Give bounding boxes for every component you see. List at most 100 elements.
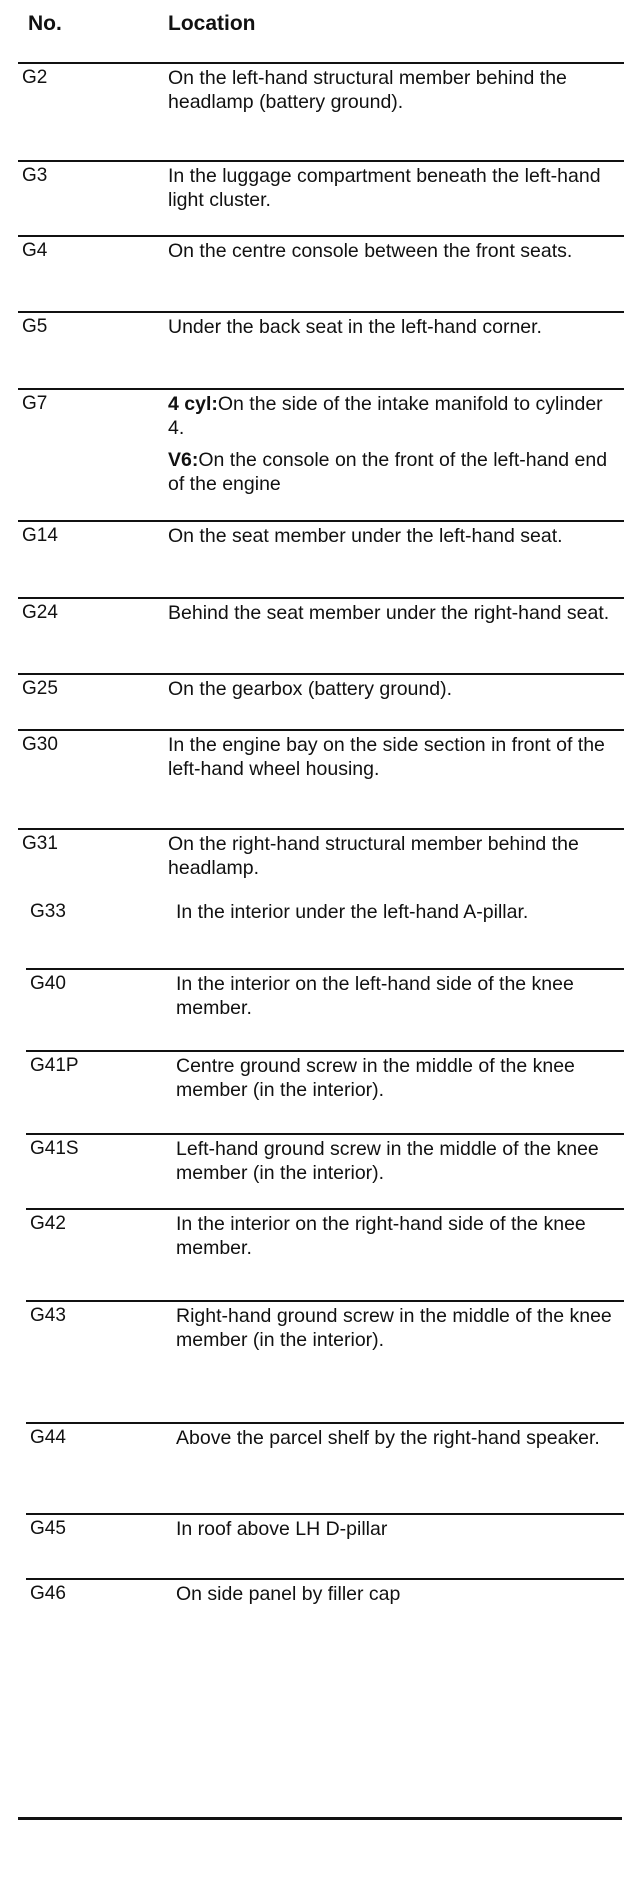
ground-point-no: G7 (22, 393, 48, 414)
row-divider (160, 1513, 624, 1515)
row-divider (18, 729, 152, 731)
table-row: G41S Left-hand ground screw in the middl… (0, 1133, 640, 1197)
column-header-location: Location (168, 12, 256, 35)
table-row: G7 4 cyl:On the side of the intake manif… (0, 388, 640, 508)
engine-variant-note: 4 cyl:On the side of the intake manifold… (168, 392, 620, 440)
row-divider (18, 673, 152, 675)
row-divider (26, 1578, 160, 1580)
row-divider (160, 968, 624, 970)
row-divider (26, 1133, 160, 1135)
row-divider (18, 597, 152, 599)
row-divider (26, 1208, 160, 1210)
ground-point-location: In the luggage compartment beneath the l… (168, 165, 601, 211)
row-divider (18, 311, 152, 313)
ground-point-no: G46 (30, 1583, 66, 1604)
ground-point-location: In the interior on the right-hand side o… (176, 1213, 586, 1259)
row-divider (152, 388, 624, 390)
row-divider (160, 1208, 624, 1210)
table-row: G42 In the interior on the right-hand si… (0, 1208, 640, 1272)
row-divider (160, 1050, 624, 1052)
row-divider (18, 160, 152, 162)
row-divider (18, 388, 152, 390)
table-row: G41P Centre ground screw in the middle o… (0, 1050, 640, 1114)
row-divider (26, 1513, 160, 1515)
ground-point-location: Under the back seat in the left-hand cor… (168, 316, 542, 338)
table-row: G2 On the left-hand structural member be… (0, 62, 640, 150)
ground-point-no: G31 (22, 833, 58, 854)
ground-point-no: G4 (22, 240, 48, 261)
ground-point-location: On the seat member under the left-hand s… (168, 525, 563, 547)
ground-point-no: G5 (22, 316, 48, 337)
row-divider (160, 1422, 624, 1424)
row-divider (152, 235, 624, 237)
table-row: G43 Right-hand ground screw in the middl… (0, 1300, 640, 1388)
row-divider (152, 673, 624, 675)
engine-variant-note: V6:On the console on the front of the le… (168, 448, 620, 496)
ground-point-location: In the engine bay on the side section in… (168, 734, 605, 780)
ground-point-no: G42 (30, 1213, 66, 1234)
engine-variant-text: On the side of the intake manifold to cy… (168, 393, 603, 439)
ground-point-no: G41S (30, 1138, 79, 1159)
row-divider (26, 1300, 160, 1302)
table-row: G45 In roof above LH D-pillar (0, 1513, 640, 1553)
row-divider (160, 1300, 624, 1302)
row-divider (18, 235, 152, 237)
ground-point-location: Right-hand ground screw in the middle of… (176, 1305, 612, 1351)
ground-point-no: G44 (30, 1427, 66, 1448)
table-header: No. Location (0, 6, 640, 46)
ground-point-location: Centre ground screw in the middle of the… (176, 1055, 575, 1101)
ground-point-no: G24 (22, 602, 58, 623)
row-divider (18, 828, 152, 830)
table-row: G40 In the interior on the left-hand sid… (0, 968, 640, 1032)
row-divider (26, 1422, 160, 1424)
ground-point-location: On the left-hand structural member behin… (168, 67, 567, 113)
table-row: G14 On the seat member under the left-ha… (0, 520, 640, 584)
ground-point-location: Behind the seat member under the right-h… (168, 602, 610, 624)
table-row: G25 On the gearbox (battery ground). (0, 673, 640, 713)
column-header-no: No. (28, 12, 62, 35)
row-divider (152, 729, 624, 731)
row-divider (152, 311, 624, 313)
ground-point-no: G14 (22, 525, 58, 546)
table-row: G3 In the luggage compartment beneath th… (0, 160, 640, 224)
ground-point-location: Left-hand ground screw in the middle of … (176, 1138, 599, 1184)
ground-point-no: G41P (30, 1055, 79, 1076)
ground-point-location: On side panel by filler cap (176, 1583, 401, 1605)
ground-point-no: G3 (22, 165, 48, 186)
ground-point-no: G25 (22, 678, 58, 699)
table-row: G46 On side panel by filler cap (0, 1578, 640, 1618)
row-divider (152, 160, 624, 162)
ground-point-location: 4 cyl:On the side of the intake manifold… (168, 392, 620, 504)
row-divider (152, 520, 624, 522)
ground-point-no: G33 (30, 901, 66, 922)
table-row: G33 In the interior under the left-hand … (0, 896, 640, 960)
engine-variant-label: 4 cyl: (168, 393, 218, 415)
ground-point-location: On the centre console between the front … (168, 240, 573, 262)
row-divider (160, 1133, 624, 1135)
row-divider (18, 62, 152, 64)
ground-point-no: G2 (22, 67, 48, 88)
row-divider (26, 968, 160, 970)
ground-point-no: G30 (22, 734, 58, 755)
ground-point-location: In roof above LH D-pillar (176, 1518, 388, 1540)
ground-point-no: G43 (30, 1305, 66, 1326)
ground-point-no: G40 (30, 973, 66, 994)
engine-variant-label: V6: (168, 449, 199, 471)
row-divider (26, 1050, 160, 1052)
table-row: G31 On the right-hand structural member … (0, 828, 640, 892)
table-row: G30 In the engine bay on the side sectio… (0, 729, 640, 817)
ground-point-location: Above the parcel shelf by the right-hand… (176, 1427, 600, 1449)
row-divider (18, 520, 152, 522)
row-divider (152, 597, 624, 599)
ground-point-location: In the interior under the left-hand A-pi… (176, 901, 529, 923)
row-divider (160, 1578, 624, 1580)
row-divider (152, 62, 624, 64)
engine-variant-text: On the console on the front of the left-… (168, 449, 608, 495)
table-row: G24 Behind the seat member under the rig… (0, 597, 640, 661)
row-divider (152, 828, 624, 830)
table-row: G44 Above the parcel shelf by the right-… (0, 1422, 640, 1486)
table-end-rule (18, 1817, 622, 1820)
table-row: G4 On the centre console between the fro… (0, 235, 640, 299)
ground-point-location: On the gearbox (battery ground). (168, 678, 452, 700)
ground-point-location: In the interior on the left-hand side of… (176, 973, 574, 1019)
